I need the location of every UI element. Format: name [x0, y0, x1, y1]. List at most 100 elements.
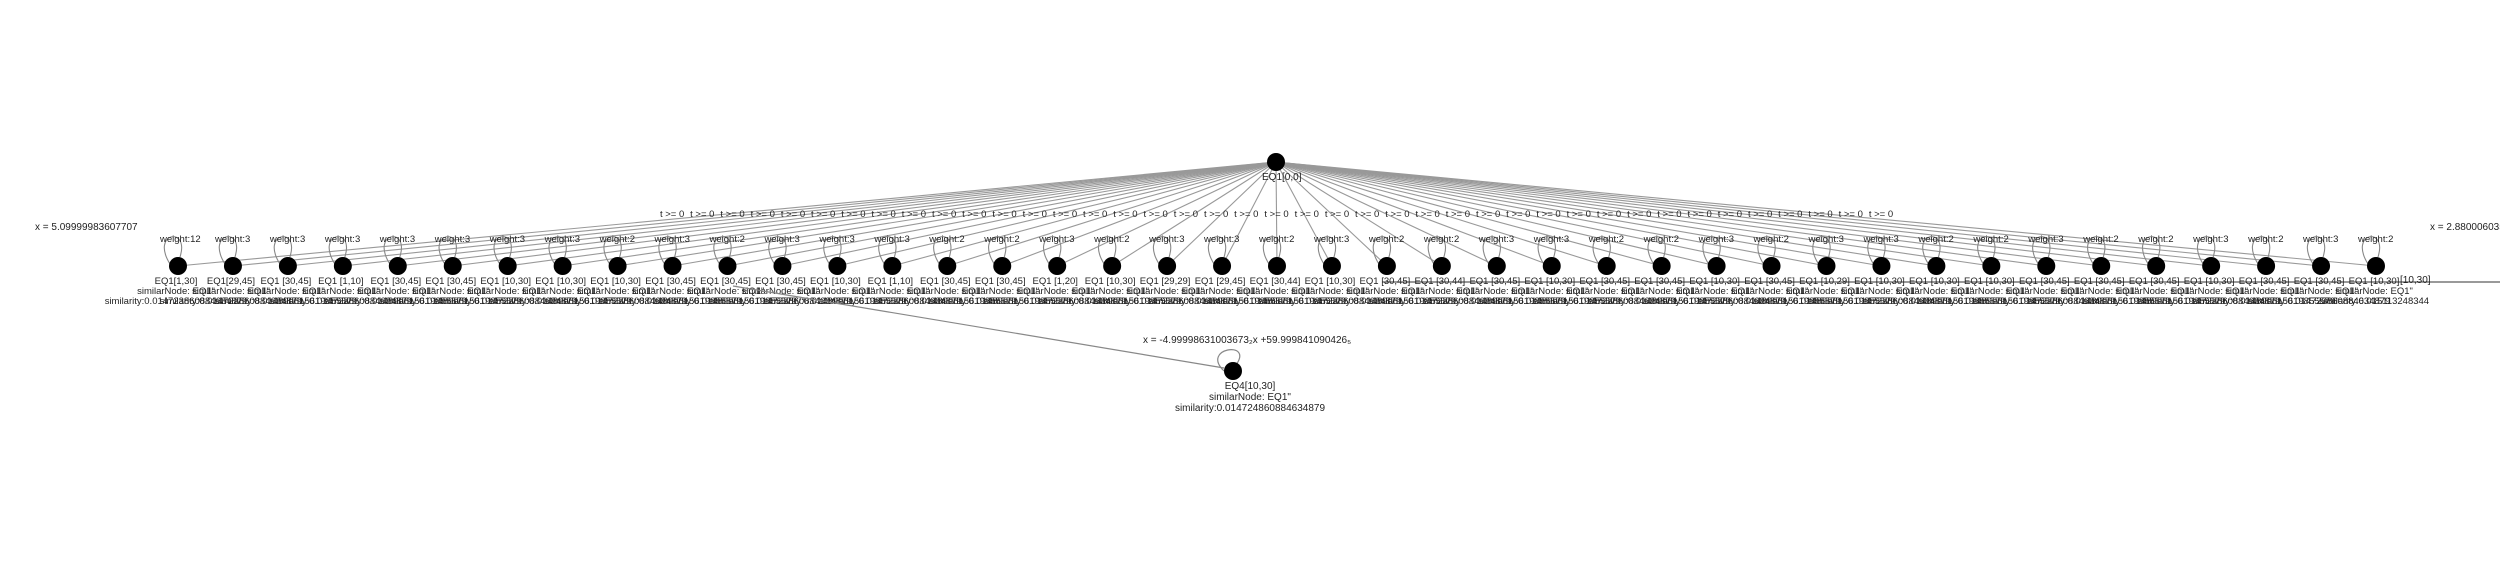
child-node[interactable]	[718, 257, 737, 275]
child-similarity: similarity:0.014723860884634879	[160, 296, 303, 307]
child-similar-node: similarNode: EQ1"	[1895, 286, 1973, 297]
weight-label: weight:2	[983, 234, 1019, 245]
child-node[interactable]	[333, 257, 352, 275]
child-similar-node: similarNode: EQ1"	[632, 286, 710, 297]
child-node[interactable]	[938, 257, 957, 275]
root-child-edge	[1166, 161, 1277, 267]
weight-label: weight:3	[1148, 234, 1184, 245]
child-node[interactable]	[1542, 257, 1561, 275]
child-node[interactable]	[2037, 257, 2056, 275]
root-edge-label: t >= 0	[841, 209, 865, 220]
child-similarity: similarity:0.014723860884634879	[819, 296, 962, 307]
child-node[interactable]	[2257, 257, 2276, 275]
grandchild-node[interactable]	[1224, 362, 1242, 380]
child-node-label: EQ1 [30,44]	[1250, 276, 1301, 287]
grandchild-label: EQ4[10,30]	[1225, 381, 1276, 392]
grandchild-edge-label: x = -4.99998631003673₂x +59.999841090426…	[1143, 335, 1351, 346]
root-child-edge	[727, 161, 1277, 267]
child-self-loop	[2087, 236, 2106, 265]
child-node[interactable]	[1268, 257, 1286, 275]
child-node[interactable]	[1322, 257, 1341, 275]
child-similarity: similarity:0.014890615619855579	[1588, 296, 1731, 307]
weight-label: weight:3	[1203, 234, 1239, 245]
child-similar-node: similarNode: EQ1"	[577, 286, 655, 297]
child-self-loop	[218, 236, 238, 265]
child-similar-node: similarNode: EQ1"	[1511, 286, 1589, 297]
root-child-edge	[232, 161, 1277, 267]
child-similar-node: similarNode: EQ1"	[2335, 286, 2413, 297]
child-self-loop	[1757, 236, 1776, 265]
root-node[interactable]	[1267, 153, 1285, 171]
child-node[interactable]	[2147, 257, 2166, 275]
child-node[interactable]	[1597, 257, 1616, 275]
child-node-label: EQ1 [10,30]	[810, 276, 861, 287]
child-node[interactable]	[993, 257, 1012, 275]
child-node-label: EQ1 [30,45]	[1579, 276, 1630, 287]
child-self-loop	[1812, 236, 1831, 265]
child-node[interactable]	[2367, 257, 2385, 275]
child-self-loop	[2142, 236, 2161, 265]
root-child-edge	[1275, 161, 2267, 267]
child-node[interactable]	[443, 257, 462, 275]
child-node[interactable]	[1213, 257, 1232, 275]
root-child-edge	[1275, 161, 1333, 267]
child-similar-node: similarNode: EQ1"	[1731, 286, 1809, 297]
child-similar-node: similarNode: EQ1"	[961, 286, 1039, 297]
child-similar-node: similarNode: EQ1"	[2005, 286, 2083, 297]
child-similarity: similarity:0.014890615619855579	[489, 296, 632, 307]
root-edge-label: t >= 0	[1355, 209, 1379, 220]
weight-label: weight:3	[1478, 234, 1514, 245]
child-similar-node: similarNode: EQ1"	[851, 286, 929, 297]
child-similarity: similarity:0.014723860884634879	[1643, 296, 1786, 307]
child-node[interactable]	[773, 257, 792, 275]
weight-label: weight:2	[2137, 234, 2173, 245]
root-edge-label: t >= 0	[1234, 209, 1258, 220]
child-self-loop	[1977, 236, 1996, 265]
weight-label: weight:3	[2192, 234, 2228, 245]
child-similarity: similarity:0.014890615619855579	[764, 296, 907, 307]
child-node[interactable]	[1377, 257, 1396, 275]
child-similar-node: similarNode: EQ1"	[1786, 286, 1864, 297]
child-node[interactable]	[1487, 257, 1506, 275]
child-node[interactable]	[169, 257, 187, 275]
child-node[interactable]	[663, 257, 682, 275]
root-child-edge	[1275, 161, 1662, 267]
child-node[interactable]	[608, 257, 627, 275]
child-node[interactable]	[388, 257, 407, 275]
child-node[interactable]	[2312, 257, 2331, 275]
child-node[interactable]	[553, 257, 572, 275]
child-node[interactable]	[223, 257, 242, 275]
root-child-edge	[287, 161, 1277, 267]
child-node[interactable]	[1707, 257, 1726, 275]
root-child-edge	[1275, 161, 1937, 267]
child-self-loop	[1152, 236, 1172, 265]
child-node-label: EQ1 [30,45]	[261, 276, 312, 287]
weight-label: weight:2	[928, 234, 964, 245]
child-node[interactable]	[1432, 257, 1451, 275]
child-similar-node: similarNode: EQ1"	[1456, 286, 1534, 297]
child-node[interactable]	[2202, 257, 2221, 275]
root-edge-label: t >= 0	[720, 209, 744, 220]
child-node[interactable]	[498, 257, 517, 275]
child-node[interactable]	[1817, 257, 1836, 275]
child-node[interactable]	[1652, 257, 1671, 275]
child-self-loop	[1592, 236, 1611, 265]
child-similar-node: similarNode: EQ1"	[1950, 286, 2028, 297]
child-node-label: EQ1 [10,30]	[1964, 276, 2015, 287]
child-node[interactable]	[883, 257, 902, 275]
weight-label: weight:3	[1808, 234, 1844, 245]
root-child-edge	[1275, 161, 2157, 267]
child-node[interactable]	[2092, 257, 2111, 275]
child-node[interactable]	[1158, 257, 1177, 275]
child-node[interactable]	[1103, 257, 1122, 275]
child-node[interactable]	[1927, 257, 1946, 275]
child-node-label: EQ1 [10,30]	[2184, 276, 2235, 287]
child-node[interactable]	[828, 257, 847, 275]
child-node[interactable]	[1982, 257, 2001, 275]
child-node[interactable]	[1762, 257, 1781, 275]
child-node[interactable]	[1872, 257, 1891, 275]
child-node-label: EQ1 [10,30]	[535, 276, 586, 287]
child-node[interactable]	[1048, 257, 1067, 275]
child-node[interactable]	[278, 257, 297, 275]
